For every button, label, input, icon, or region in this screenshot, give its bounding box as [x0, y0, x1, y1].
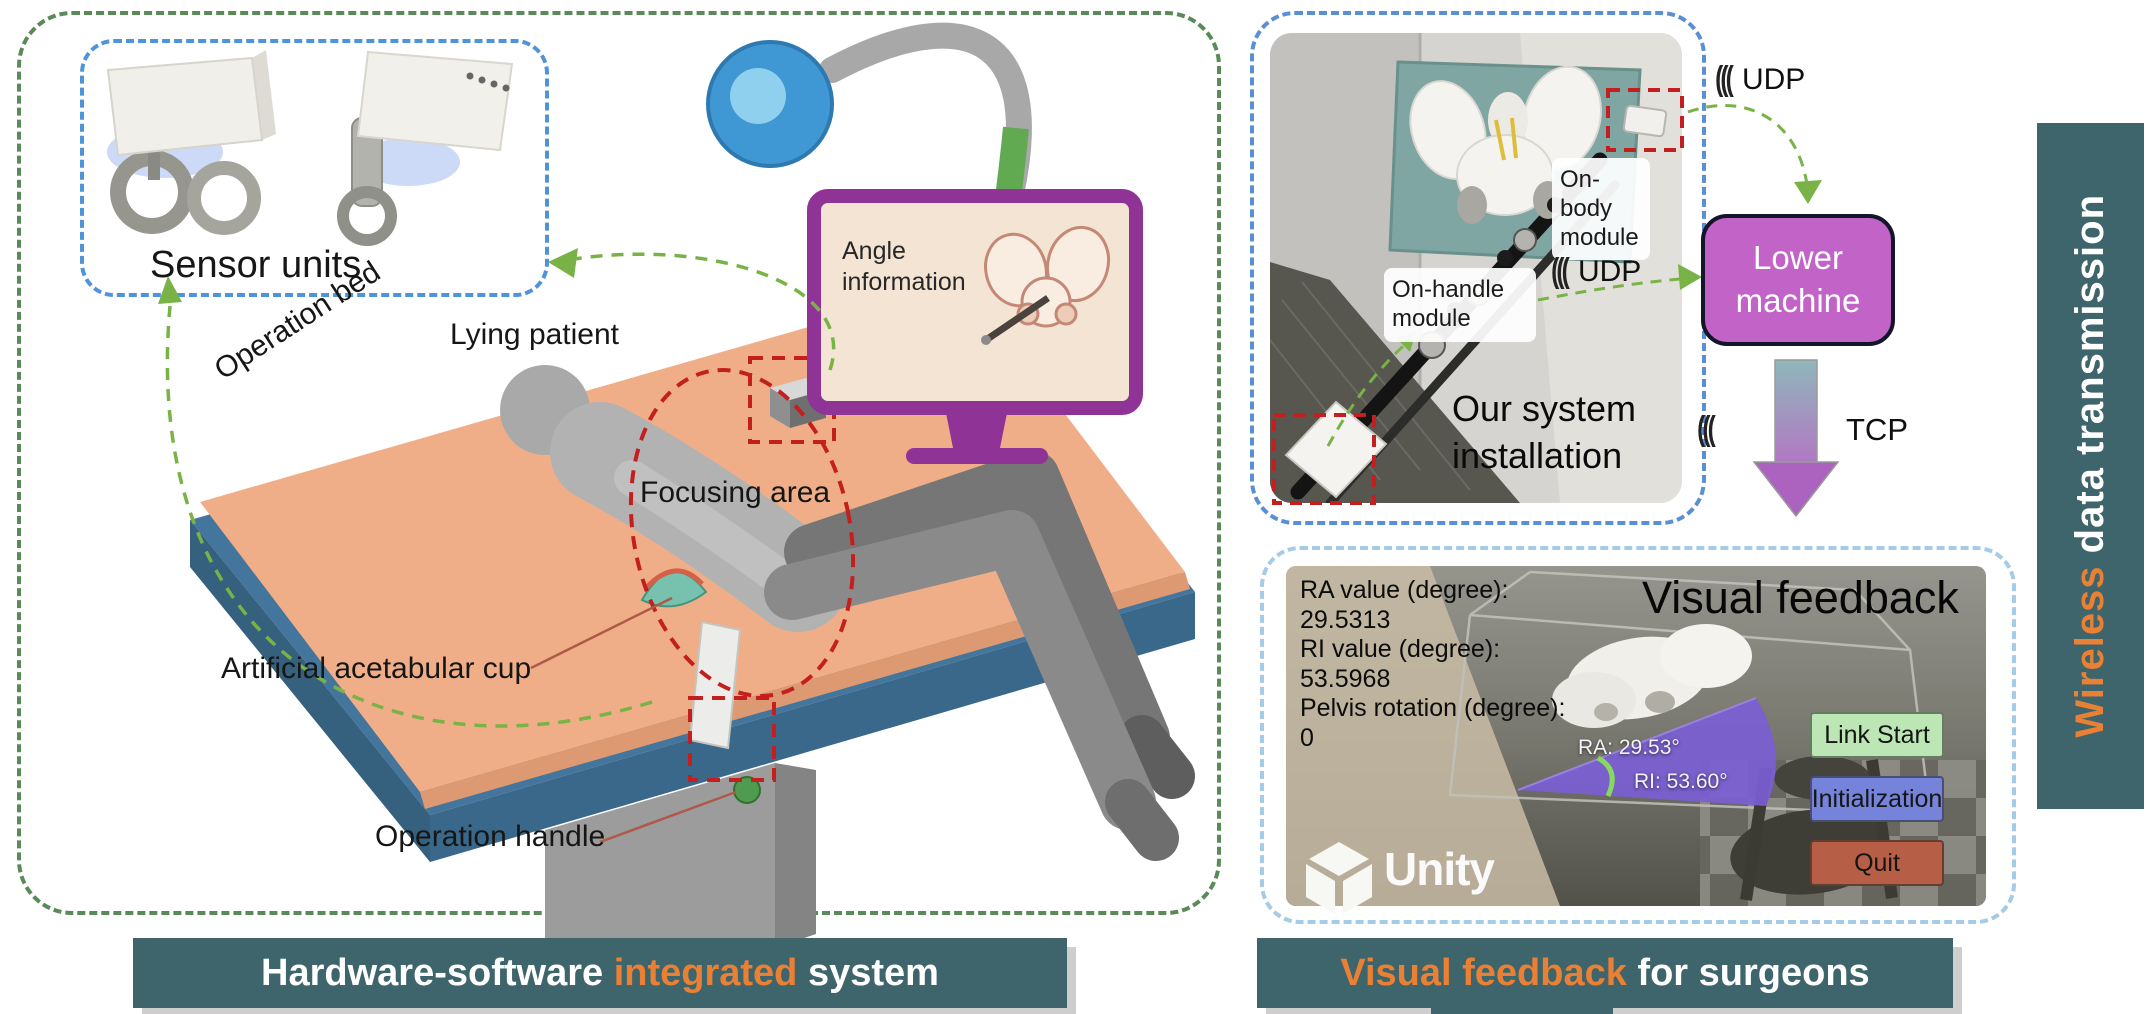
visual-feedback-banner: Visual feedback for surgeons — [1257, 938, 1953, 1008]
banner-text: system — [797, 951, 939, 994]
banner-text: Hardware-software — [261, 951, 614, 994]
udp-mid-text: UDP — [1577, 254, 1642, 288]
hud-line: Pelvis rotation (degree): — [1300, 694, 1566, 722]
initialization-button[interactable]: Initialization — [1810, 776, 1944, 822]
hud-value: 29.5313 — [1300, 605, 1391, 634]
hud-value: 0 — [1300, 723, 1314, 752]
banner-highlight: integrated — [613, 951, 798, 994]
banner-text: for surgeons — [1626, 951, 1870, 994]
udp-top-label: ((( UDP — [1712, 60, 1805, 99]
lying-patient-label: Lying patient — [450, 318, 620, 351]
lower-machine-box: Lower machine — [1701, 214, 1895, 346]
wifi-icon: ((( — [1551, 252, 1570, 290]
hud-line: RA value (degree): — [1300, 576, 1509, 604]
monitor-screen-text: Angle information — [842, 237, 966, 297]
banner-text: data transmission — [2068, 194, 2112, 566]
udp-mid-label: ((( UDP — [1548, 252, 1641, 291]
on-handle-module-label: On-handle module — [1384, 268, 1536, 342]
angle-hud: RA value (degree): 29.5313 RI value (deg… — [1300, 576, 1565, 753]
tcp-arrow — [1752, 359, 1840, 518]
wifi-icon: ((( — [1697, 410, 1716, 448]
arrow-udp-top — [1687, 104, 1810, 193]
link-start-button[interactable]: Link Start — [1810, 712, 1944, 758]
hud-line: RI value (degree): — [1300, 635, 1501, 663]
hardware-system-banner: Hardware-software integrated system — [133, 938, 1067, 1008]
installation-caption: Our system installation — [1452, 388, 1637, 476]
footer-strip — [1431, 1006, 1613, 1014]
quit-button[interactable]: Quit — [1810, 840, 1944, 886]
unity-wordmark: Unity — [1384, 843, 1495, 895]
banner-highlight: Wireless — [2068, 565, 2112, 738]
cone-ri-label: RI: 53.60° — [1634, 770, 1728, 793]
tcp-wifi-label: ((( — [1694, 410, 1724, 449]
operation-handle-label: Operation handle — [375, 820, 606, 853]
focusing-area-label: Focusing area — [640, 476, 831, 509]
banner-highlight: Visual feedback — [1340, 951, 1627, 994]
tcp-label: TCP — [1846, 412, 1908, 448]
visual-feedback-title: Visual feedback — [1642, 572, 1959, 623]
on-body-module-label: On-body module — [1552, 158, 1650, 261]
acetabular-cup-label: Artificial acetabular cup — [221, 652, 532, 685]
udp-top-text: UDP — [1741, 62, 1806, 96]
sensor-units-label: Sensor units — [150, 244, 362, 286]
wireless-transmission-banner: Wireless data transmission — [2037, 123, 2144, 809]
lower-machine-label: Lower machine — [1735, 239, 1861, 319]
wifi-icon: ((( — [1715, 60, 1734, 98]
tcp-text: TCP — [1846, 412, 1908, 447]
cone-ra-label: RA: 29.53° — [1578, 736, 1680, 759]
hud-value: 53.5968 — [1300, 664, 1391, 693]
